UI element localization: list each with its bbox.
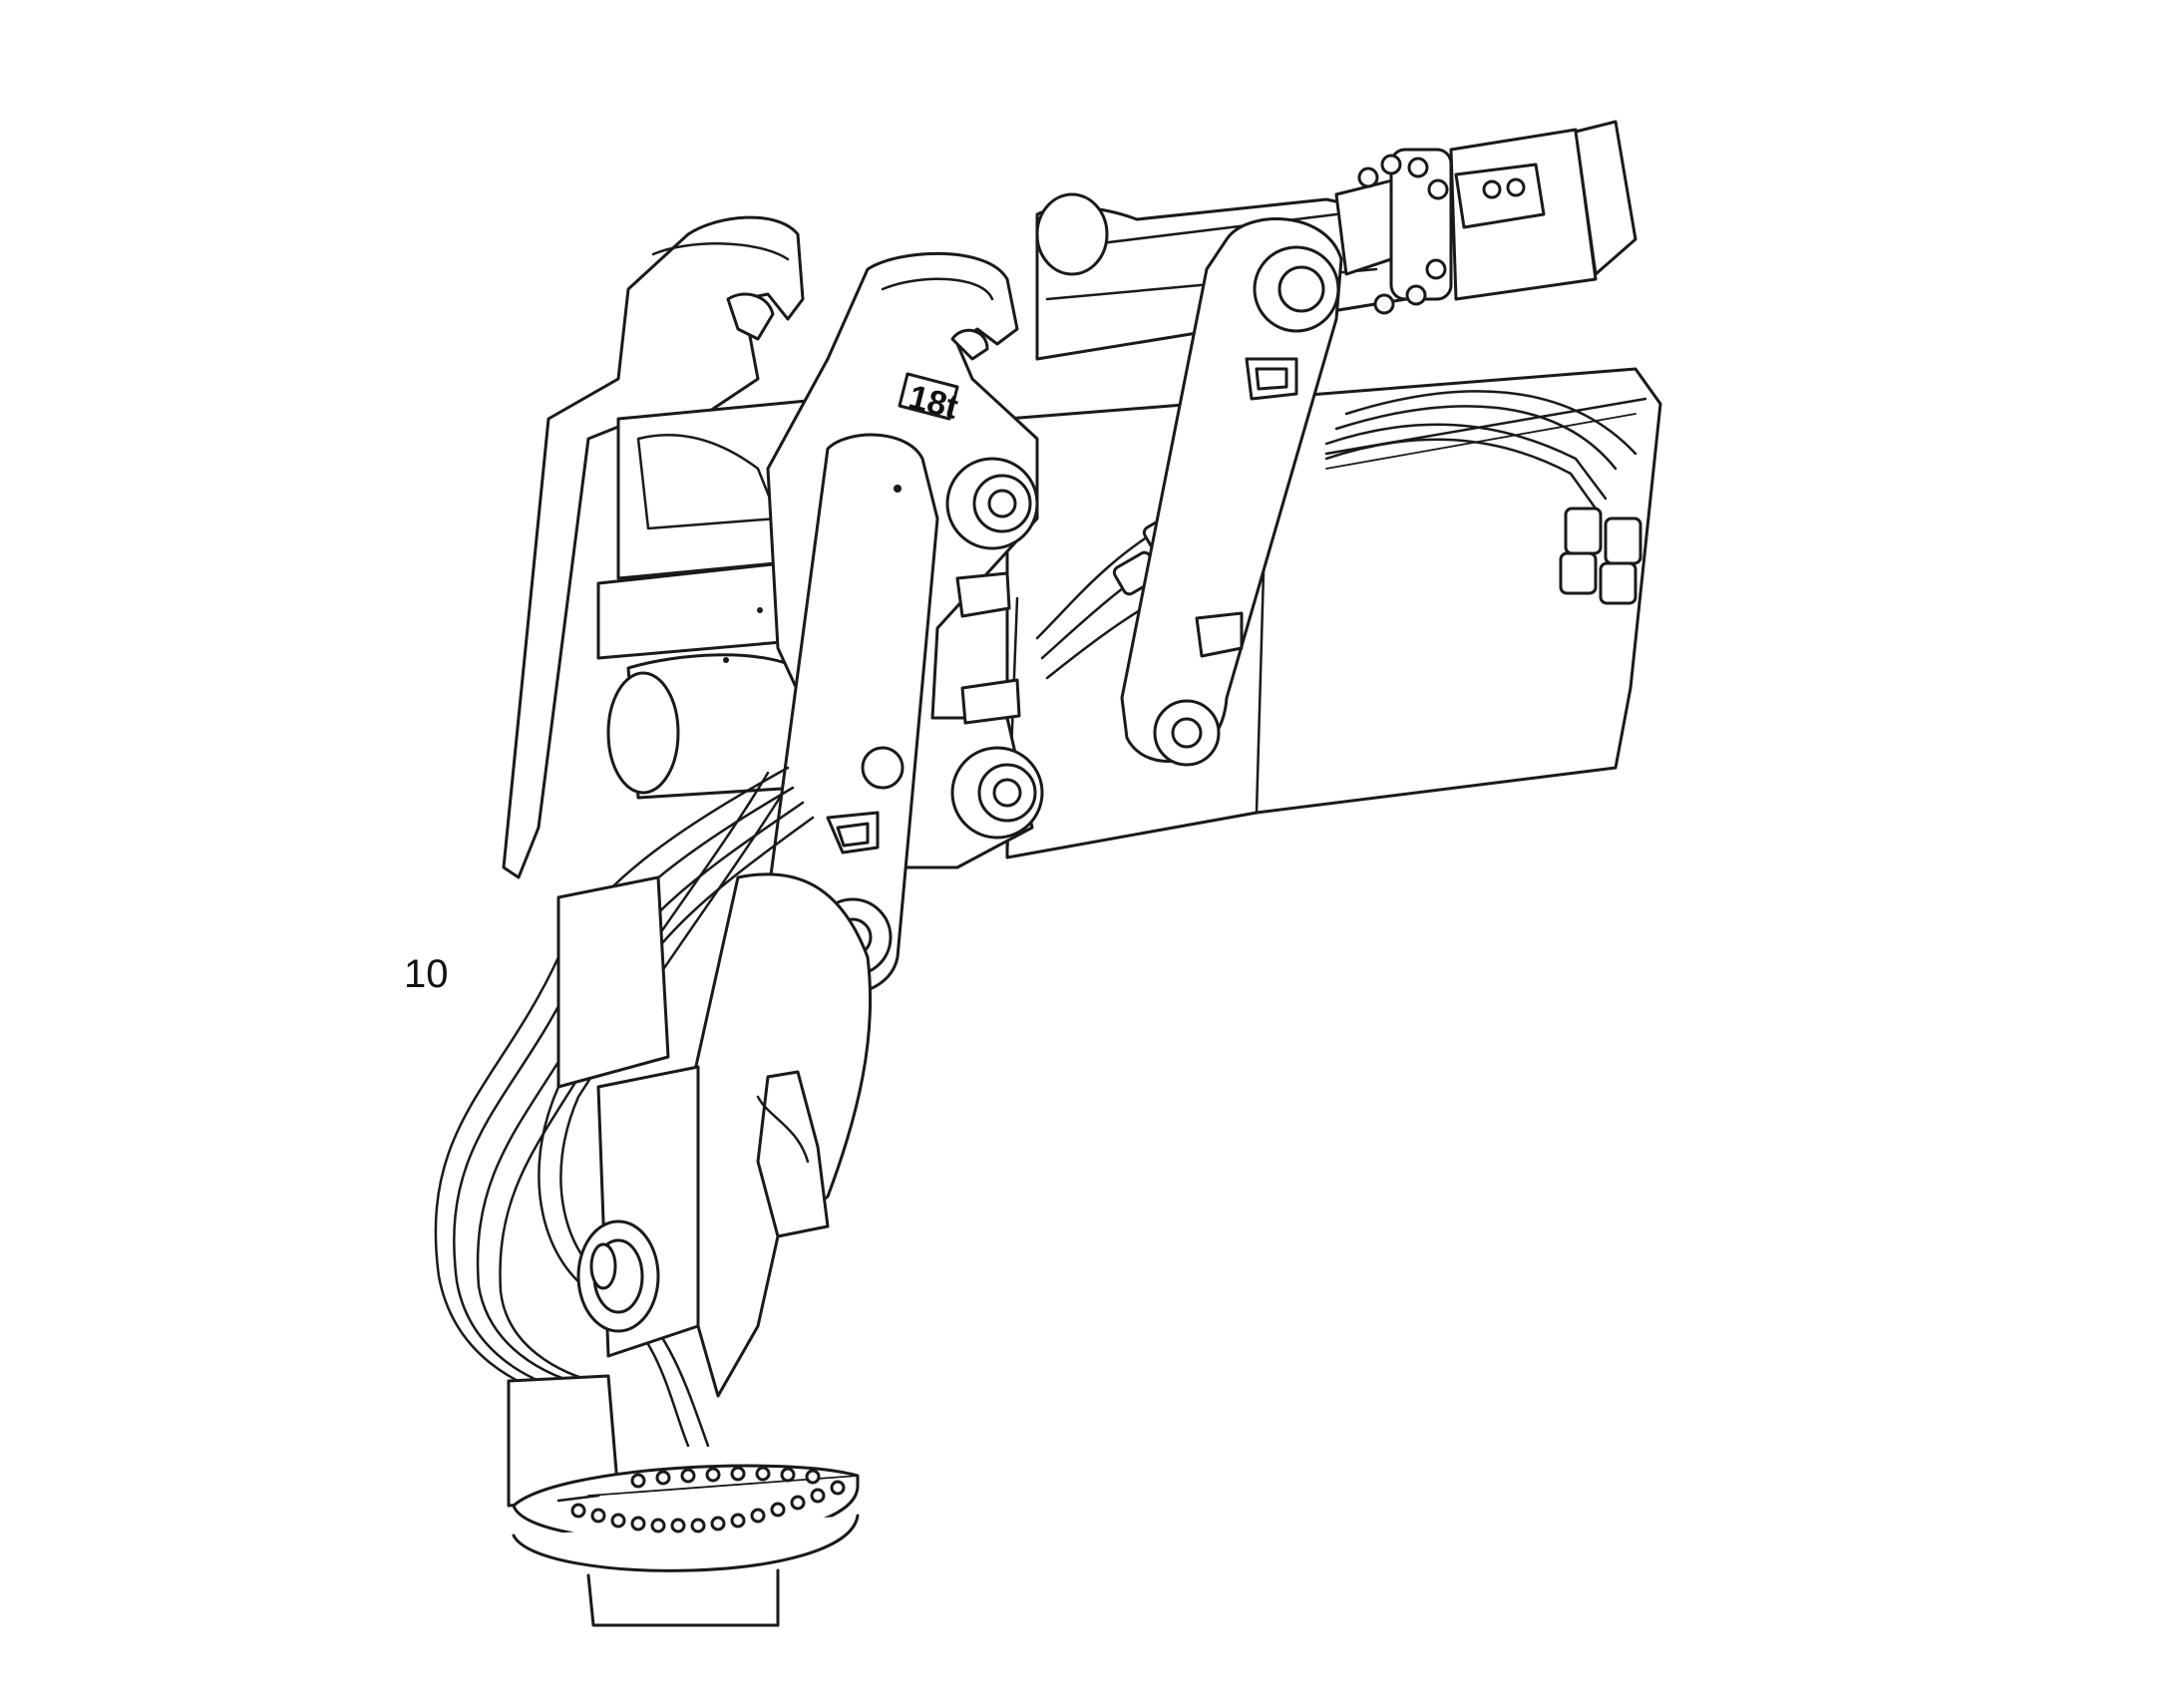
right-hydraulic-hoses bbox=[1324, 390, 1642, 605]
rotator-base bbox=[507, 1374, 860, 1627]
link-brackets bbox=[955, 571, 1021, 725]
swivel-joint bbox=[576, 1219, 660, 1333]
callout-label-10: 10 bbox=[404, 952, 449, 996]
upper-pin-boss bbox=[945, 457, 1039, 550]
rear-side-plate bbox=[502, 215, 805, 879]
lower-pin-boss bbox=[950, 746, 1044, 840]
left-hose-bundle bbox=[434, 766, 815, 1448]
right-link-arm bbox=[1120, 217, 1343, 767]
hydraulic-cylinder bbox=[1334, 120, 1637, 315]
